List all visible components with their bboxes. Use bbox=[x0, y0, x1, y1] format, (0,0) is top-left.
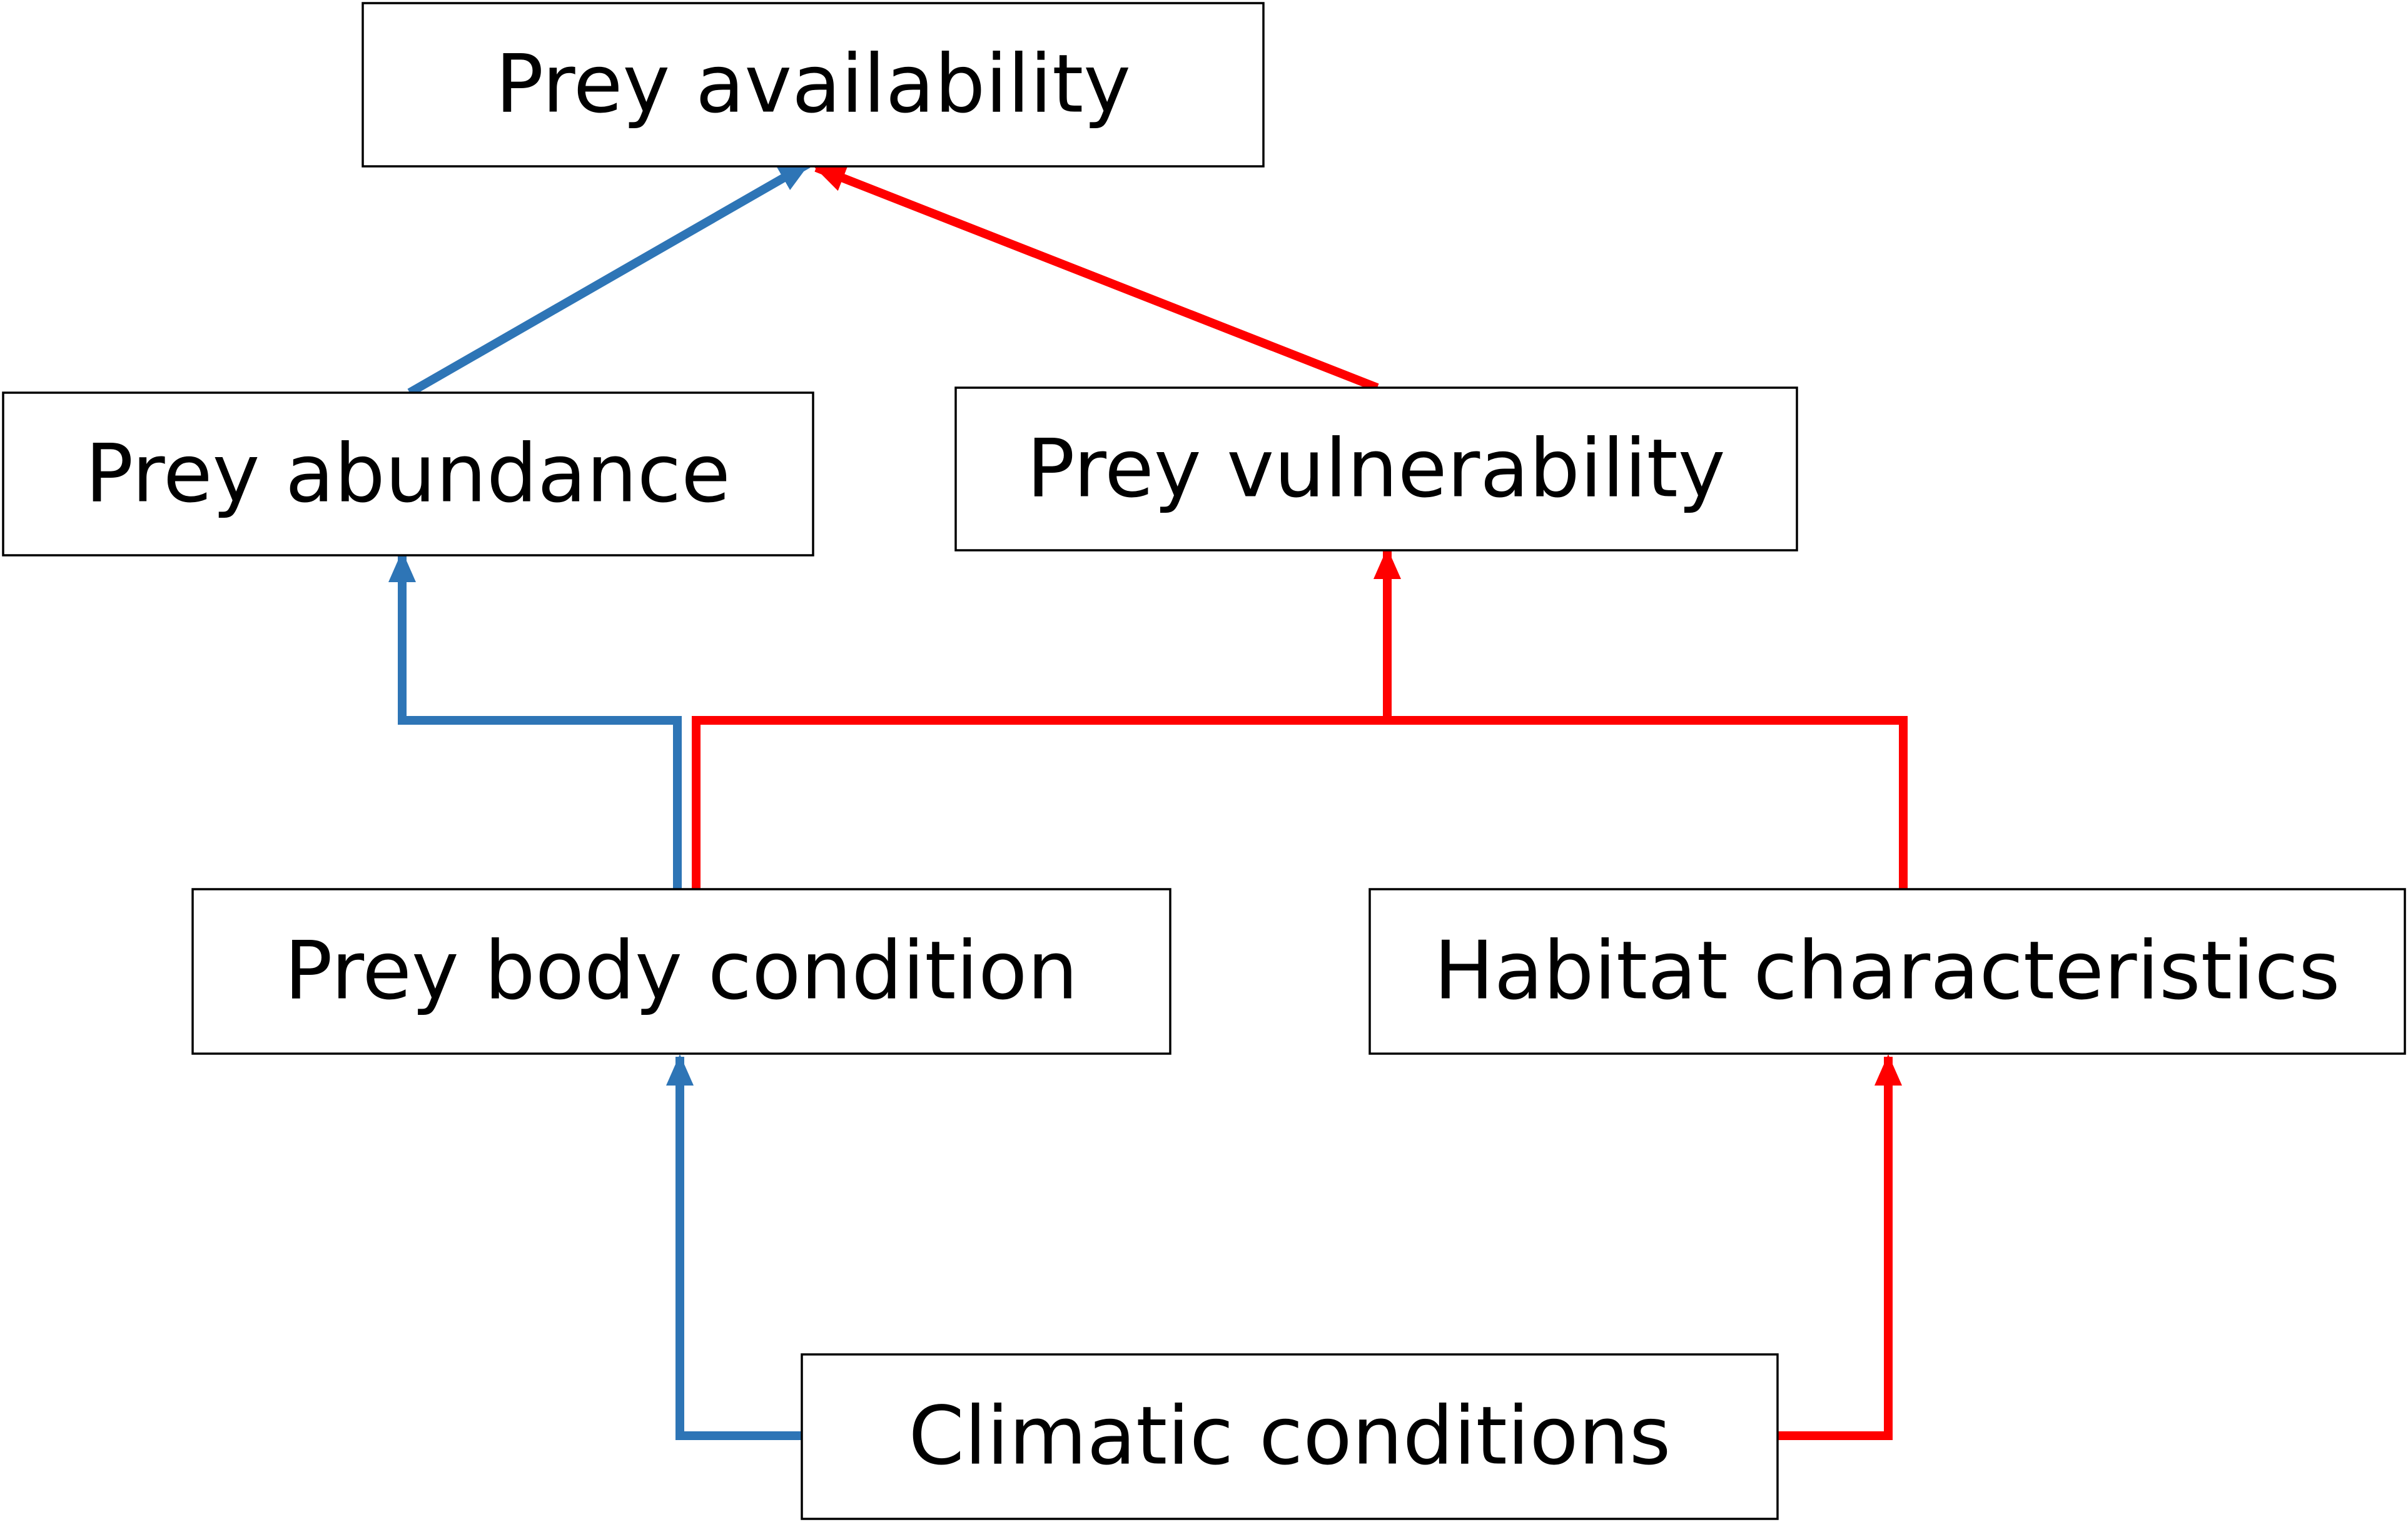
node-box bbox=[1368, 888, 2406, 1055]
edge-habitat-to-vulnerability bbox=[1373, 548, 1908, 889]
node-prey-abundance: Prey abundance bbox=[2, 391, 814, 557]
node-prey-body-condition: Prey body condition bbox=[191, 888, 1171, 1055]
node-box bbox=[191, 888, 1171, 1055]
node-prey-availability: Prey availability bbox=[362, 2, 1265, 168]
node-box bbox=[954, 386, 1798, 552]
node-label: Prey vulnerability bbox=[1026, 423, 1725, 516]
node-label: Habitat characteristics bbox=[1434, 925, 2340, 1018]
edge-body-condition-to-vulnerability bbox=[692, 716, 1387, 889]
node-habitat-characteristics: Habitat characteristics bbox=[1368, 888, 2406, 1055]
node-label: Prey body condition bbox=[285, 925, 1078, 1018]
edge-abundance-to-availability bbox=[407, 159, 811, 397]
node-box bbox=[801, 1353, 1779, 1520]
edge-body-condition-to-abundance bbox=[388, 551, 682, 889]
node-label: Prey abundance bbox=[85, 428, 731, 521]
node-box bbox=[2, 391, 814, 557]
node-label: Climatic conditions bbox=[909, 1390, 1671, 1483]
node-climatic-conditions: Climatic conditions bbox=[801, 1353, 1779, 1520]
node-label: Prey availability bbox=[495, 38, 1131, 131]
edges bbox=[388, 159, 1908, 1440]
edge-climatic-to-body-condition bbox=[666, 1054, 802, 1440]
edge-vulnerability-to-availability bbox=[814, 163, 1379, 392]
node-box bbox=[362, 2, 1265, 168]
node-prey-vulnerability: Prey vulnerability bbox=[954, 386, 1798, 552]
edge-climatic-to-habitat bbox=[1778, 1054, 1902, 1440]
